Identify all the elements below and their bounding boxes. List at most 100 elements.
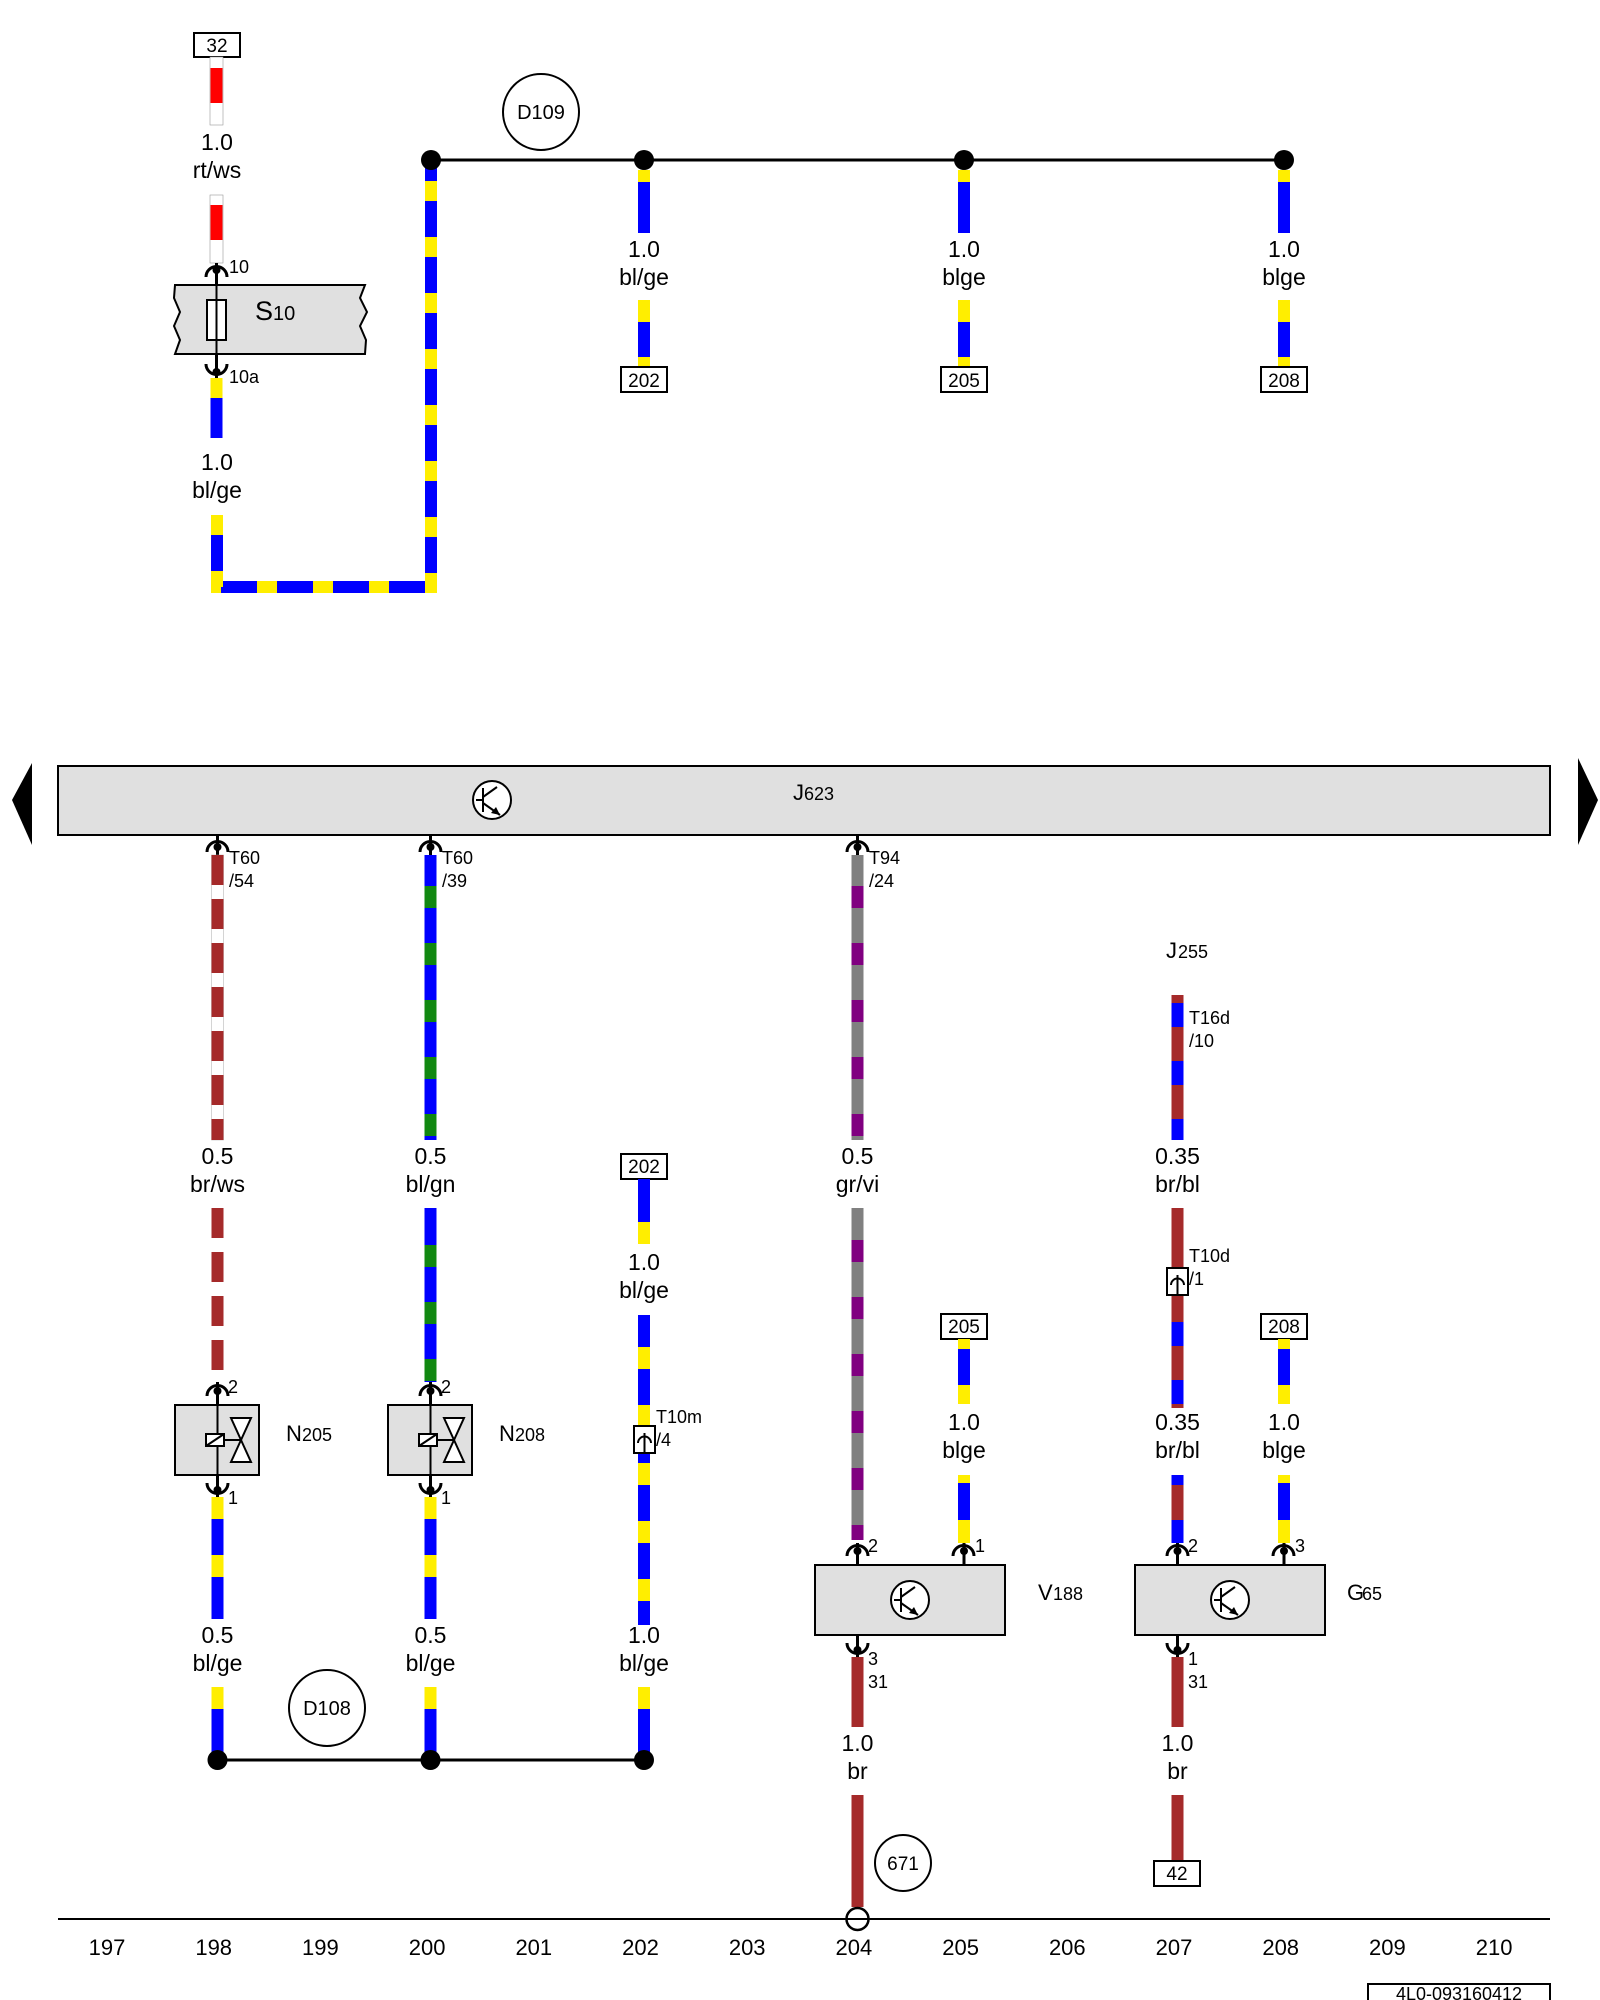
motor-g65 (1134, 1564, 1326, 1636)
ref-box-205: 205 (940, 366, 988, 393)
wire-color-label: gr/vi (836, 1171, 879, 1197)
pin-label: 2 (1188, 1536, 1198, 1556)
wire-color-label: blge (1262, 1437, 1305, 1463)
pin-label: 31 (868, 1672, 888, 1692)
pin-label: 10a (229, 367, 260, 387)
track-number: 210 (1476, 1935, 1513, 1960)
wire-color-label: bl/ge (619, 1650, 669, 1676)
pin-label: 1 (228, 1488, 238, 1508)
wire-size-label: 0.5 (842, 1143, 874, 1169)
svg-text:202: 202 (628, 371, 660, 392)
ref-box-208: 208 (1260, 1313, 1308, 1340)
wire-size-label: 1.0 (628, 1622, 660, 1648)
svg-text:202: 202 (628, 1157, 660, 1178)
wire-color-label: blge (942, 264, 985, 290)
connector-icon (205, 1382, 230, 1405)
wire-size-label: 1.0 (842, 1730, 874, 1756)
connector-icon (845, 1635, 870, 1657)
wire-color-label: br/ws (190, 1171, 245, 1197)
track-number: 207 (1156, 1935, 1193, 1960)
pin-label: 3 (1295, 1536, 1305, 1556)
track-number: 199 (302, 1935, 339, 1960)
wire-gr-vi (851, 855, 864, 1540)
ref-box-208: 208 (1260, 366, 1308, 393)
control-unit-j623: J 623 (57, 765, 1551, 836)
wire-size-label: 1.0 (948, 1409, 980, 1435)
wire-size-label: 0.5 (415, 1143, 447, 1169)
component-label: 205 (302, 1425, 332, 1445)
ref-box-42: 42 (1153, 1860, 1201, 1887)
pin-label: 2 (441, 1377, 451, 1397)
ref-box-205: 205 (940, 1313, 988, 1340)
ref-box-202: 202 (620, 1153, 668, 1180)
wire-color-label: bl/ge (619, 1277, 669, 1303)
wire-size-label: 1.0 (628, 236, 660, 262)
svg-text:J: J (793, 780, 804, 805)
wire-size-label: 1.0 (1268, 236, 1300, 262)
connector-icon (1165, 1543, 1190, 1565)
connector-icon (1166, 1267, 1189, 1296)
connector-icon (633, 1425, 656, 1454)
wire-size-label: 0.35 (1155, 1409, 1200, 1435)
wire-size-label: 0.5 (415, 1622, 447, 1648)
wire-bl-ge (211, 1687, 650, 1760)
wire-color-label: bl/ge (619, 264, 669, 290)
scroll-left-arrow[interactable] (12, 763, 32, 845)
pin-label: 2 (228, 1377, 238, 1397)
motor-v188 (814, 1564, 1006, 1636)
track-number: 197 (89, 1935, 126, 1960)
connector-icon (951, 1543, 976, 1565)
pin-label: 31 (1188, 1672, 1208, 1692)
ref-box-32: 32 (193, 32, 241, 58)
document-code-box: 4L0-093160412 (1367, 1983, 1551, 2000)
fuse-icon (206, 285, 227, 354)
wire-size-label: 1.0 (628, 1249, 660, 1275)
connector-icon (204, 263, 229, 285)
wire-size-label: 0.5 (202, 1622, 234, 1648)
junction-bus-d109 (421, 150, 1294, 170)
connector-icon (1271, 1543, 1296, 1565)
component-label: N (286, 1421, 302, 1446)
wire-bl-ge (211, 1497, 437, 1619)
wire-size-label: 1.0 (201, 129, 233, 155)
wire-bl-ge (210, 378, 223, 438)
pin-label: 10 (229, 257, 249, 277)
wire-rt-ws (209, 56, 224, 264)
pin-label: /1 (1189, 1269, 1204, 1289)
wire-bl-ge-route (211, 160, 437, 593)
pin-label: 1 (975, 1536, 985, 1556)
svg-text:32: 32 (206, 36, 227, 57)
svg-text:205: 205 (948, 371, 980, 392)
component-j255: J 255 (1166, 938, 1208, 963)
transistor-icon (472, 780, 512, 820)
wire-color-label: br (847, 1758, 868, 1784)
svg-text:S: S (255, 296, 273, 326)
svg-text:671: 671 (887, 1854, 919, 1875)
wire-color-label: bl/gn (406, 1171, 456, 1197)
pin-label: T10m (656, 1407, 702, 1427)
pin-label: T60 (229, 848, 260, 868)
solenoid-valve-n205 (174, 1404, 260, 1476)
svg-text:D109: D109 (517, 102, 565, 124)
track-number: 200 (409, 1935, 446, 1960)
wire-color-label: bl/ge (192, 477, 242, 503)
pin-label: /39 (442, 871, 467, 891)
wire-br-bl (1171, 1475, 1184, 1543)
svg-text:4L0-093160412: 4L0-093160412 (1396, 1984, 1522, 2000)
track-number: 202 (622, 1935, 659, 1960)
wire-size-label: 1.0 (948, 236, 980, 262)
connector-icon (205, 1475, 230, 1497)
solenoid-valve-icon (205, 1405, 253, 1475)
pin-label: 3 (868, 1649, 878, 1669)
track-number: 208 (1262, 1935, 1299, 1960)
wire-color-label: br/bl (1155, 1171, 1200, 1197)
connector-icon (204, 354, 229, 378)
connector-icon (418, 1475, 443, 1497)
svg-text:D108: D108 (303, 1698, 351, 1720)
scroll-right-arrow[interactable] (1578, 758, 1598, 845)
wire-bl-ge (638, 1179, 650, 1625)
wire-color-label: bl/ge (406, 1650, 456, 1676)
solenoid-valve-n208 (387, 1404, 473, 1476)
wire-br (851, 1657, 1184, 1907)
